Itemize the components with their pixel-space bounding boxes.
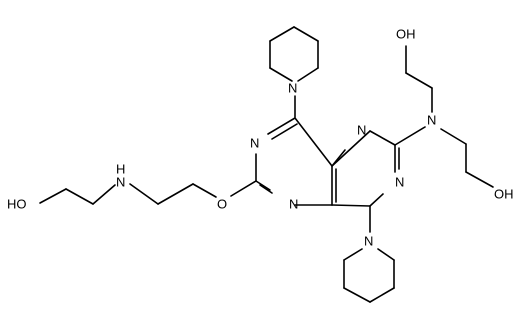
atom-ho-left: HO [7, 196, 27, 211]
atom-n-ring-b: N [289, 196, 298, 211]
atom-n-diethanolamine: N [427, 112, 436, 127]
bottom-piperidine-ring [343, 248, 395, 303]
atom-o-ether: O [217, 196, 227, 211]
atom-oh-top-right: OH [396, 26, 416, 41]
atom-oh-bottom-right: OH [494, 186, 514, 201]
atom-n-ring-a: N [250, 135, 259, 150]
pyrimidopyrimidine-core [255, 117, 400, 207]
atom-n-top-piperidine: N [288, 80, 297, 95]
atom-n-bottom-piperidine: N [364, 233, 373, 248]
atom-n-ring-c: N [357, 122, 366, 137]
atom-n-amine: N [116, 174, 125, 189]
atom-n-ring-d: N [395, 174, 404, 189]
aminoethanol-ether-chain [39, 180, 257, 205]
atom-h-amine: H [116, 161, 125, 176]
diethanolamine-chain [394, 45, 494, 188]
top-piperidine-ring [269, 26, 319, 82]
